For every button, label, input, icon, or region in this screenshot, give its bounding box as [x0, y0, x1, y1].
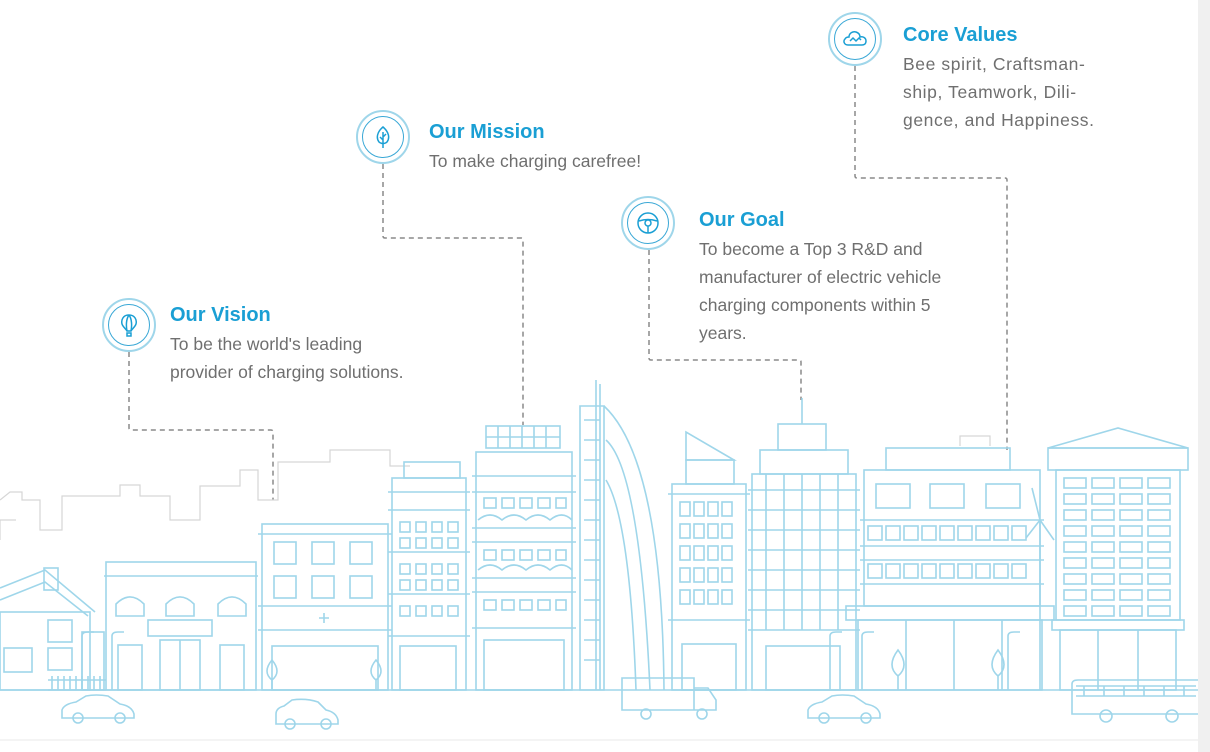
vision-title: Our Vision — [170, 304, 271, 326]
vision-description: To be the world's leading provider of ch… — [170, 330, 403, 386]
steering-wheel-icon — [621, 196, 675, 250]
mission-description: To make charging carefree! — [429, 147, 641, 175]
mission-title: Our Mission — [429, 121, 545, 143]
goal-line: charging components within 5 — [699, 295, 931, 315]
cloud-icon — [828, 12, 882, 66]
connector-vision — [128, 352, 274, 500]
goal-line: manufacturer of electric vehicle — [699, 267, 942, 287]
core-values-line: Bee spirit, Craftsman- — [903, 54, 1086, 74]
bus — [1071, 679, 1201, 715]
hot-air-balloon-icon — [102, 298, 156, 352]
foreground-buildings — [0, 380, 1200, 691]
connector-core — [854, 66, 1008, 450]
car-2 — [275, 698, 339, 725]
vision-line: To be the world's leading — [170, 334, 363, 354]
goal-line: years. — [699, 323, 747, 343]
page-edge-strip — [1198, 0, 1210, 752]
connector-goal — [648, 250, 802, 400]
vision-line: provider of charging solutions. — [170, 362, 404, 382]
vehicles — [61, 677, 1201, 730]
car-1 — [61, 694, 135, 719]
background-skyline — [0, 435, 991, 540]
truck — [621, 677, 717, 711]
goal-title: Our Goal — [699, 209, 785, 231]
car-3 — [807, 694, 881, 719]
goal-line: To become a Top 3 R&D and — [699, 239, 923, 259]
dashed-connectors — [128, 66, 1008, 500]
core-values-line: gence, and Happiness. — [903, 110, 1095, 130]
goal-description: To become a Top 3 R&D and manufacturer o… — [699, 235, 941, 347]
connector-mission — [382, 164, 524, 425]
core-values-line: ship, Teamwork, Dili- — [903, 82, 1077, 102]
core-values-description: Bee spirit, Craftsman- ship, Teamwork, D… — [903, 50, 1095, 134]
core-values-title: Core Values — [903, 24, 1018, 46]
leaf-icon — [356, 110, 410, 164]
mission-line: To make charging carefree! — [429, 151, 642, 171]
